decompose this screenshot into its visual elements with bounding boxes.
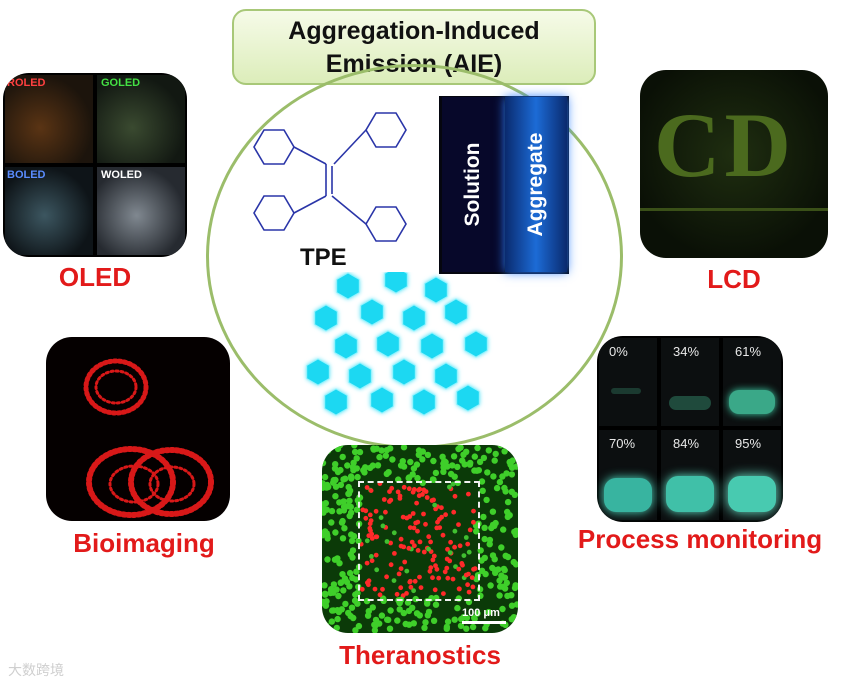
bioimaging-label: Bioimaging [73, 528, 215, 558]
lcd-line [640, 208, 828, 211]
oled-red-cell: ROLED [5, 75, 93, 163]
lcd-panel: CD [640, 70, 828, 258]
aie-hexagon [370, 386, 394, 414]
aie-hexagon [336, 272, 360, 300]
aie-hexagon [314, 304, 338, 332]
aggregate-label: Aggregate [524, 132, 547, 237]
scale-bar [462, 621, 506, 624]
solution-vial: Solution [442, 97, 504, 272]
aie-hexagon [412, 388, 436, 416]
vial-34: 34% [661, 338, 719, 426]
aie-hexagon [348, 362, 372, 390]
pct-61: 61% [735, 344, 762, 359]
oled-label: OLED [58, 262, 132, 292]
theranostics-label: Theranostics [339, 640, 501, 670]
solution-label: Solution [461, 142, 484, 227]
aie-hexagon [434, 362, 458, 390]
cell-image-icon [83, 358, 214, 518]
tpe-molecule-icon [253, 112, 407, 242]
aie-hexagon [360, 298, 384, 326]
boled-label: BOLED [7, 169, 46, 181]
pct-95: 95% [735, 436, 762, 451]
lcd-text: CD [654, 94, 795, 196]
process-panel: 0% 34% 61% 70% 84% 95% [597, 336, 783, 522]
aggregate-vial: Aggregate [505, 97, 567, 272]
aie-hexagon [334, 332, 358, 360]
roled-label: ROLED [7, 77, 46, 89]
aie-hexagon [424, 276, 448, 304]
vial-95: 95% [723, 430, 781, 520]
pct-84: 84% [673, 436, 700, 451]
aie-hexagon [402, 304, 426, 332]
aie-hexagon [456, 384, 480, 412]
theranostics-image-icon [322, 445, 518, 633]
pct-70: 70% [609, 436, 636, 451]
aie-hexagon [420, 332, 444, 360]
aie-hexagon [392, 358, 416, 386]
aie-hexagon [306, 358, 330, 386]
oled-panel: ROLED GOLED BOLED WOLED [3, 73, 187, 257]
title-line1: Aggregation-Induced [288, 17, 540, 45]
aie-hexagon [324, 388, 348, 416]
woled-label: WOLED [101, 169, 142, 181]
tpe-label: TPE [300, 244, 347, 271]
aie-hexagon [464, 330, 488, 358]
vial-0: 0% [599, 338, 657, 426]
pct-0: 0% [609, 344, 628, 359]
aie-aggregate-icon [306, 272, 488, 416]
aie-hexagon [384, 272, 408, 294]
oled-green-cell: GOLED [97, 75, 185, 163]
pct-34: 34% [673, 344, 700, 359]
process-monitoring-label: Process monitoring [577, 524, 823, 554]
bioimaging-panel [46, 337, 230, 521]
vial-61: 61% [723, 338, 781, 426]
watermark: 大数跨境 [8, 662, 64, 678]
goled-label: GOLED [101, 77, 141, 89]
aie-hexagon [376, 330, 400, 358]
oled-blue-cell: BOLED [5, 167, 93, 255]
vial-84: 84% [661, 430, 719, 520]
vial-70: 70% [599, 430, 657, 520]
theranostics-panel: 100 μm [322, 445, 518, 633]
oled-white-cell: WOLED [97, 167, 185, 255]
aie-hexagon [444, 298, 468, 326]
scale-bar-label: 100 μm [462, 607, 500, 619]
lcd-label: LCD [707, 264, 761, 294]
treatment-region [358, 481, 480, 601]
